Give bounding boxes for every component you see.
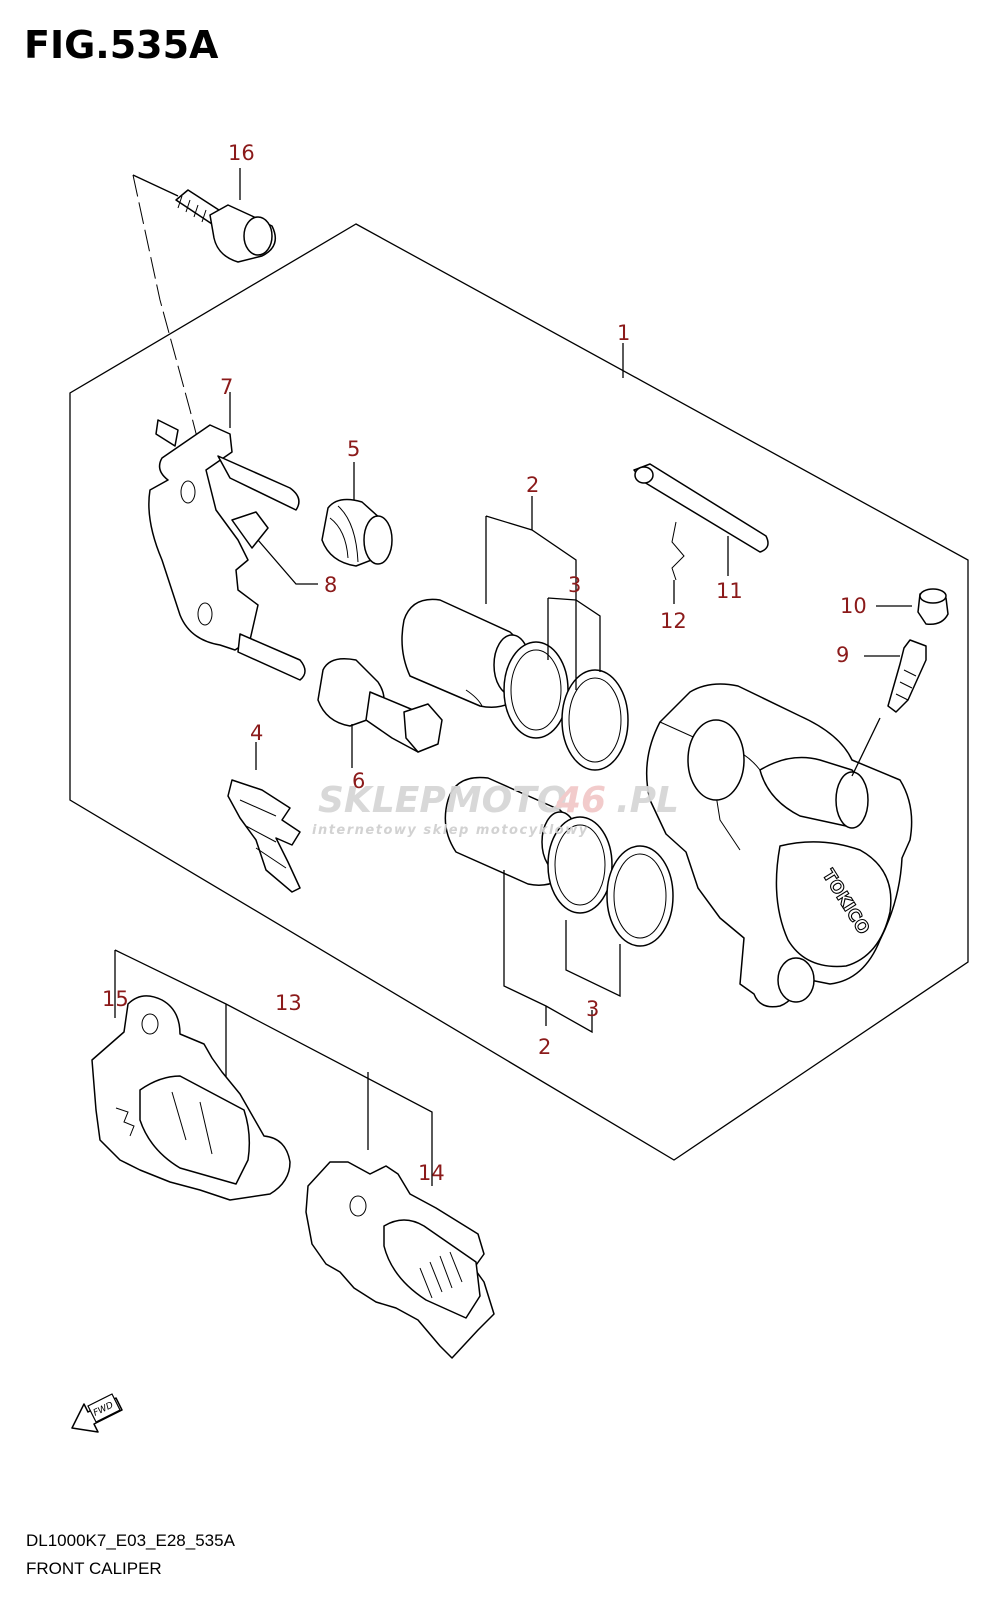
callout-11: 11 [716,579,743,603]
callout-5: 5 [347,437,360,461]
figure-name: FRONT CALIPER [26,1559,162,1578]
leader-2-upper [485,496,577,690]
brake-pad-part-15 [91,995,291,1201]
clip-part-12 [671,521,685,604]
bracket-part-7 [148,392,306,681]
callout-7: 7 [220,375,233,399]
pin-part-11 [633,463,769,576]
assembly-outline-box [69,223,969,1161]
callout-15: 15 [102,987,129,1011]
callout-2-lower: 2 [538,1035,551,1059]
brake-pad-part-14 [305,1161,495,1359]
watermark-tagline: internetowy sklep motocyklowy [312,823,589,838]
watermark-brand-c: .PL [616,780,679,821]
seal-part-2-upper [503,641,569,739]
callout-4: 4 [250,721,263,745]
watermark: SKLEPMOTO 46 .PL internetowy sklep motoc… [312,780,679,838]
callout-3-upper: 3 [568,573,581,597]
seal-part-3-lower [606,845,674,947]
figure-title: FIG.535A [24,23,219,67]
callout-6: 6 [352,769,365,793]
leader-13 [114,949,433,1186]
callout-10: 10 [840,594,867,618]
leader-2-lower [503,870,593,1034]
callout-14: 14 [418,1161,445,1185]
seal-part-3-upper [561,669,629,771]
callout-12: 12 [660,609,687,633]
leader-3-upper [547,597,601,672]
boot-part-5 [321,462,393,567]
watermark-brand-b: 46 [555,780,606,821]
forward-direction-arrow: FWD [71,1393,123,1433]
figure-code: DL1000K7_E03_E28_535A [26,1531,236,1550]
callout-8: 8 [324,573,337,597]
watermark-brand-a: SKLEPMOTO [318,780,567,821]
caliper-body: TOKICO [645,683,913,1008]
leader-16 [132,174,179,197]
callout-9: 9 [836,643,849,667]
callout-13: 13 [275,991,302,1015]
seal-part-2-lower [547,816,613,914]
callout-2-upper: 2 [526,473,539,497]
leader-3-lower [565,920,621,998]
callout-16: 16 [228,141,255,165]
pad-spring-part-4 [227,742,301,893]
cap-part-10 [876,588,949,626]
boot-pin-part-6 [317,658,443,768]
bleeder-part-9 [864,639,927,713]
callout-3-lower: 3 [586,997,599,1021]
leader-8 [257,539,318,585]
bolt-part-16 [175,189,277,263]
callout-1: 1 [617,321,630,345]
